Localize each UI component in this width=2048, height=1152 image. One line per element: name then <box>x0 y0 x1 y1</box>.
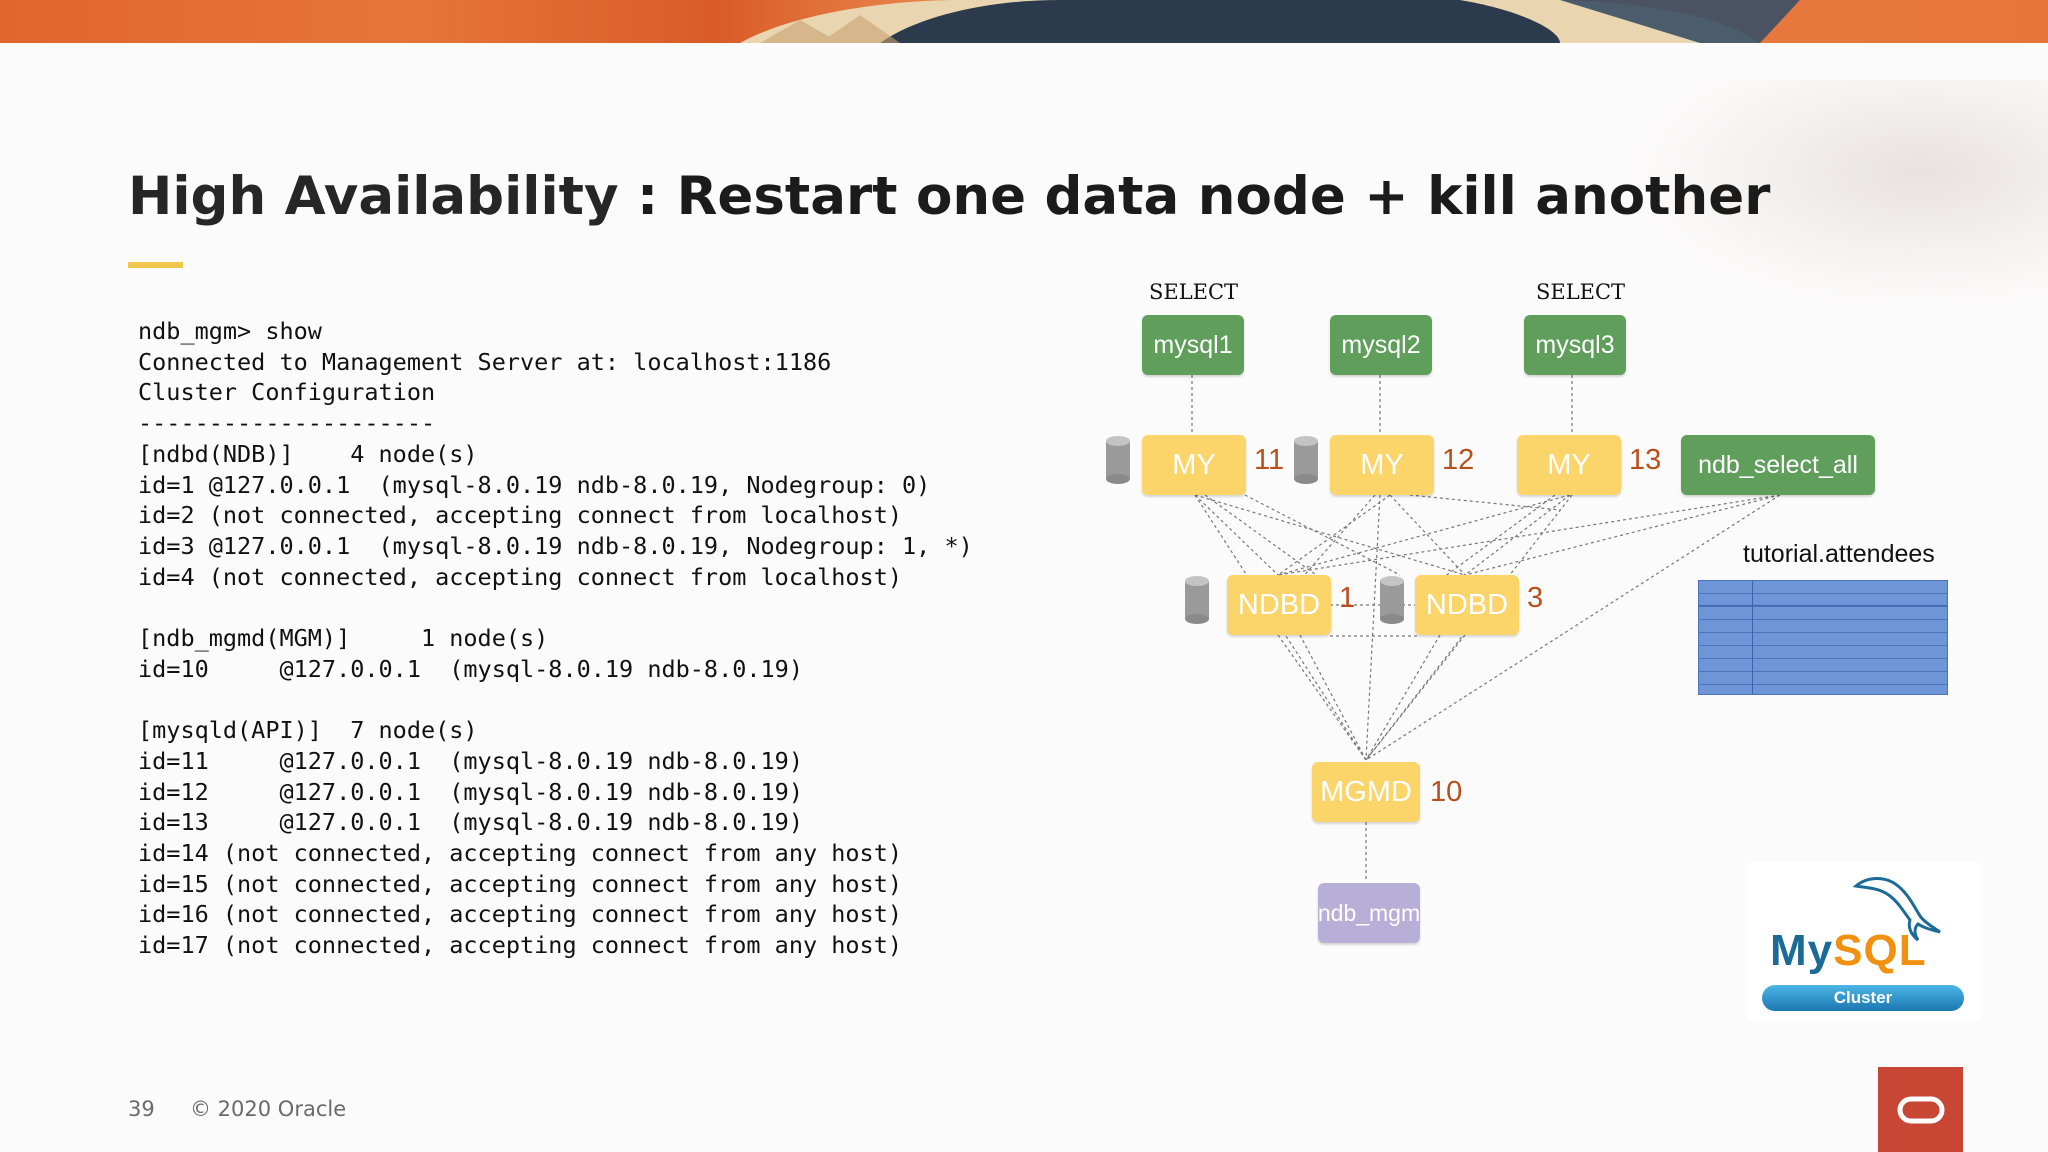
client-mysql3-label: mysql3 <box>1535 330 1615 359</box>
api-node-id-11: 11 <box>1254 444 1285 476</box>
terminal-line: Connected to Management Server at: local… <box>138 347 832 376</box>
database-cylinder-icon <box>1106 436 1130 484</box>
mgm-client-label: ndb_mgm <box>1317 899 1421 926</box>
mgm-node-id: 10 <box>1430 776 1463 808</box>
client-mysql1-label: mysql1 <box>1153 330 1233 359</box>
cluster-badge-label: Cluster <box>1833 988 1893 1007</box>
api-node-label: MY <box>1547 448 1591 481</box>
client-mysql2: mysql2 <box>1330 315 1432 375</box>
client-mysql2-label: mysql2 <box>1341 330 1421 359</box>
data-node-label: NDBD <box>1237 588 1321 621</box>
terminal-line: [ndb_mgmd(MGM)] 1 node(s) <box>138 624 549 653</box>
dolphin-icon <box>1852 877 1941 942</box>
client-ndb-select-all-label: ndb_select_all <box>1698 450 1858 479</box>
decorative-pattern <box>1628 80 2048 310</box>
title-rest: : Restart one data node + kill another <box>618 166 1771 227</box>
mysql-word-my: My <box>1770 926 1834 975</box>
api-node-label: MY <box>1360 448 1404 481</box>
mgm-client-ndb-mgm: ndb_mgm <box>1318 883 1420 943</box>
table-label: tutorial.attendees <box>1743 540 1935 568</box>
terminal-line: id=16 (not connected, accepting connect … <box>138 900 903 929</box>
oracle-icon <box>1897 1096 1944 1123</box>
oracle-logo <box>1878 1067 1963 1152</box>
table-column-divider <box>1752 581 1753 694</box>
api-node-11: MY <box>1142 435 1246 495</box>
table-graphic <box>1698 580 1948 695</box>
terminal-line: id=17 (not connected, accepting connect … <box>138 931 903 960</box>
client-ndb-select-all: ndb_select_all <box>1681 435 1875 495</box>
terminal-line: id=12 @127.0.0.1 (mysql-8.0.19 ndb-8.0.1… <box>138 777 803 806</box>
client-mysql1: mysql1 <box>1142 315 1244 375</box>
api-node-id-13: 13 <box>1629 444 1662 476</box>
mysql-word-sql: SQL <box>1833 926 1927 975</box>
terminal-line: id=1 @127.0.0.1 (mysql-8.0.19 ndb-8.0.19… <box>138 470 931 499</box>
page-number: 39 <box>128 1097 155 1121</box>
terminal-line: ndb_mgm> show <box>138 317 322 345</box>
database-cylinder-icon <box>1185 576 1209 624</box>
select-label-mysql1: SELECT <box>1149 280 1239 304</box>
terminal-line: id=4 (not connected, accepting connect f… <box>138 562 903 591</box>
mgm-node-label: MGMD <box>1320 775 1412 808</box>
terminal-line: id=10 @127.0.0.1 (mysql-8.0.19 ndb-8.0.1… <box>138 654 803 683</box>
copyright: © 2020 Oracle <box>190 1097 347 1121</box>
terminal-line: Cluster Configuration <box>138 378 436 407</box>
client-mysql3: mysql3 <box>1524 315 1626 375</box>
data-node-id-1: 1 <box>1339 582 1356 614</box>
table-header-divider <box>1699 605 1947 606</box>
terminal-line: id=14 (not connected, accepting connect … <box>138 838 903 867</box>
data-node-3: NDBD <box>1415 575 1519 635</box>
cluster-badge: Cluster <box>1762 985 1964 1011</box>
data-node-1: NDBD <box>1227 575 1331 635</box>
terminal-line: id=3 @127.0.0.1 (mysql-8.0.19 ndb-8.0.19… <box>138 531 973 560</box>
data-node-id-3: 3 <box>1527 582 1544 614</box>
data-node-label: NDBD <box>1425 588 1509 621</box>
title-lead: High Availability <box>128 166 619 227</box>
terminal-line: id=2 (not connected, accepting connect f… <box>138 501 903 530</box>
ndb-mgm-output: ndb_mgm> show Connected to Management Se… <box>138 316 973 961</box>
terminal-line: [ndbd(NDB)] 4 node(s) <box>138 439 478 468</box>
slide-title: High Availability : Restart one data nod… <box>128 166 1770 227</box>
select-label-mysql3: SELECT <box>1536 280 1626 304</box>
database-cylinder-icon <box>1294 436 1318 484</box>
api-node-13: MY <box>1517 435 1621 495</box>
api-node-12: MY <box>1330 435 1434 495</box>
terminal-line: --------------------- <box>138 409 436 438</box>
terminal-line: [mysqld(API)] 7 node(s) <box>138 716 478 745</box>
database-cylinder-icon <box>1380 576 1404 624</box>
terminal-line: id=15 (not connected, accepting connect … <box>138 869 903 898</box>
header-banner <box>0 0 2048 43</box>
terminal-line: id=13 @127.0.0.1 (mysql-8.0.19 ndb-8.0.1… <box>138 808 803 837</box>
mgm-node-10: MGMD <box>1312 762 1420 822</box>
mysql-wordmark: MySQL <box>1770 926 1927 976</box>
mysql-cluster-logo: MySQL Cluster <box>1748 862 1980 1020</box>
api-node-id-12: 12 <box>1442 444 1475 476</box>
title-accent-bar <box>128 262 183 268</box>
terminal-line: id=11 @127.0.0.1 (mysql-8.0.19 ndb-8.0.1… <box>138 746 803 775</box>
api-node-label: MY <box>1172 448 1216 481</box>
